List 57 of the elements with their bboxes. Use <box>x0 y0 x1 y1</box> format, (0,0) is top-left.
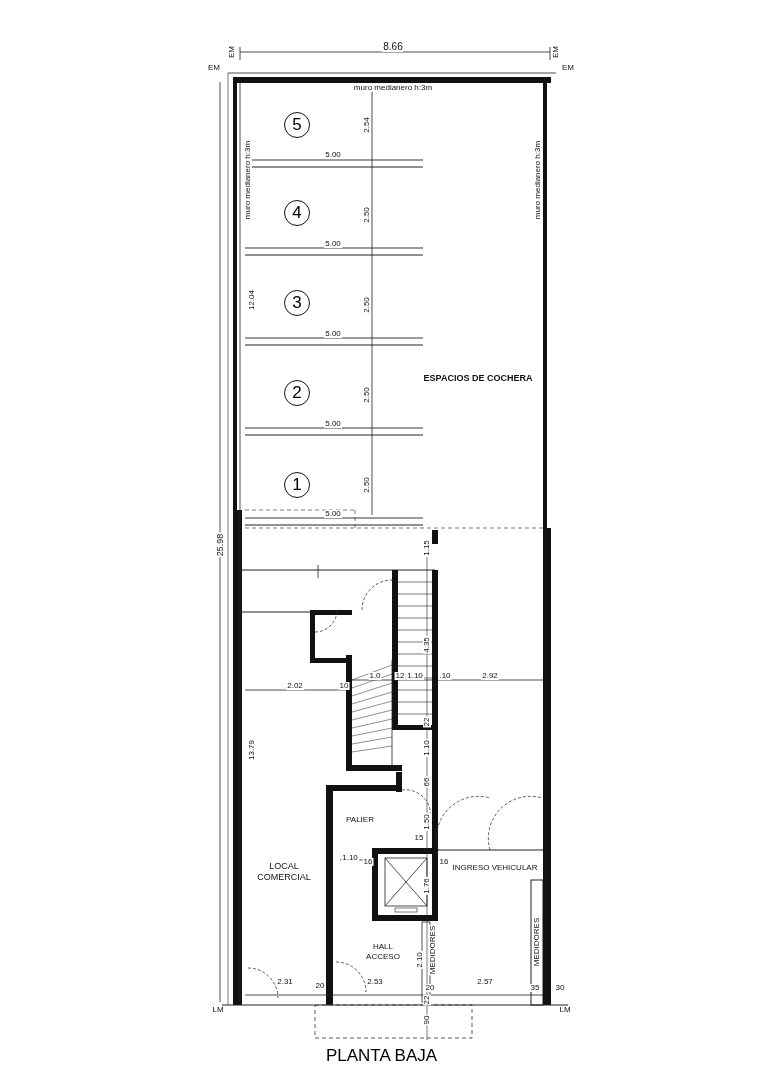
dimension-text: 10 <box>338 682 350 690</box>
dimension-text: 2.50 <box>363 206 371 224</box>
dimension-text: 2.92 <box>481 672 499 680</box>
dimension-text: 15 <box>413 834 425 842</box>
dimension-text: 16 <box>438 858 450 866</box>
dimension-text: 12 <box>394 672 406 680</box>
room-label: INGRESO VEHICULAR <box>451 864 539 872</box>
dimension-text: 4.35 <box>423 636 431 654</box>
dimension-text: 2.02 <box>286 682 304 690</box>
dimension-text: 2.57 <box>476 978 494 986</box>
dimension-text: 1.10 <box>423 739 431 757</box>
plan-title: PLANTA BAJA <box>324 1046 439 1066</box>
dimension-text: 35 <box>529 984 541 992</box>
dimension-text: 1.76 <box>423 877 431 895</box>
boundary-mark: EM <box>207 64 221 72</box>
boundary-mark: EM <box>552 45 560 59</box>
parking-number-circle: 4 <box>284 200 310 226</box>
dimension-text: 2.10 <box>416 951 424 969</box>
boundary-mark: LM <box>558 1006 572 1014</box>
dimension-text: .10 <box>438 672 452 680</box>
dimension-text: 1.15 <box>423 539 431 557</box>
dimension-text: 5.00 <box>324 330 342 338</box>
dimension-text: 16 <box>362 858 374 866</box>
dimension-text: 2.50 <box>363 296 371 314</box>
dimension-text: 1.0 <box>368 672 382 680</box>
dimension-text: 2.31 <box>276 978 294 986</box>
wall-note: muro medianero h:3m <box>244 139 252 221</box>
dimension-text: 30 <box>554 984 566 992</box>
boundary-mark: LM <box>211 1006 225 1014</box>
dimension-text: 1.10 <box>341 854 359 862</box>
dimension-text: 20 <box>314 982 326 990</box>
dimension-text: 2.50 <box>363 386 371 404</box>
dimension-text: 66 <box>423 776 431 788</box>
parking-number-circle: 1 <box>284 472 310 498</box>
dimension-text: 1.50 <box>423 813 431 831</box>
dimension-text: 2.53 <box>366 978 384 986</box>
wall-note: muro medianero h:3m <box>534 139 542 221</box>
dimension-text: 90 <box>423 1014 431 1026</box>
parking-number-circle: 5 <box>284 112 310 138</box>
dimension-text: 13.79 <box>248 739 256 761</box>
boundary-mark: EM <box>228 45 236 59</box>
dimension-text: 25.98 <box>215 532 225 558</box>
dimension-text: 20 <box>424 984 436 992</box>
wall-note: muro medianero h:3m <box>352 84 434 92</box>
dimension-text: 2.54 <box>363 116 371 134</box>
dimension-text: 2.50 <box>363 476 371 494</box>
meter-label: MEDIDORES <box>429 924 437 976</box>
room-label: PALIER <box>345 816 375 824</box>
dimension-text: 22 <box>423 994 431 1006</box>
boundary-mark: EM <box>561 64 575 72</box>
dimension-text: 1.10 <box>406 672 424 680</box>
room-label: ESPACIOS DE COCHERA <box>422 372 534 384</box>
meter-label: MEDIDORES <box>533 916 541 968</box>
dimension-text: 22 <box>423 716 431 728</box>
parking-number-circle: 2 <box>284 380 310 406</box>
dimension-text: 8.66 <box>382 42 404 52</box>
parking-number-circle: 3 <box>284 290 310 316</box>
